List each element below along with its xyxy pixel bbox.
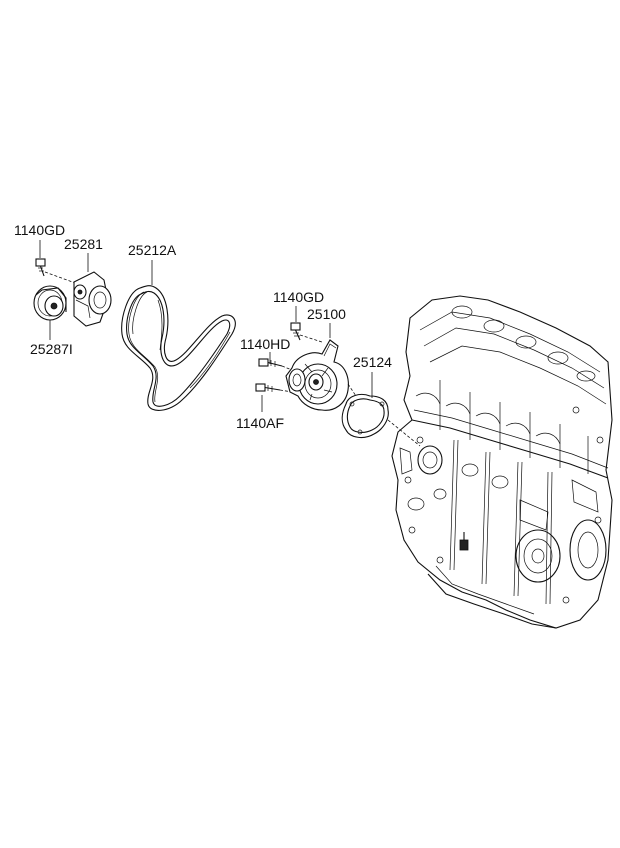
belt-tensioner-25281-icon bbox=[73, 271, 112, 327]
engine-block-icon bbox=[391, 295, 613, 629]
drive-belt-25212a-icon bbox=[121, 285, 236, 411]
label-1140af: 1140AF bbox=[236, 415, 284, 431]
label-25287i: 25287I bbox=[30, 341, 73, 357]
gasket-25124-icon bbox=[341, 393, 421, 447]
label-1140gd-pump-bolt: 1140GD bbox=[273, 289, 324, 305]
bolt-1140af-icon bbox=[255, 383, 293, 393]
idler-pulley-25287i-icon bbox=[33, 285, 67, 321]
bolt-1140hd-icon bbox=[258, 358, 293, 371]
leader-lines bbox=[39, 240, 373, 412]
label-25281: 25281 bbox=[64, 236, 103, 252]
bolt-1140gd-tensioner-icon bbox=[35, 258, 79, 285]
bolt-1140gd-pump-icon bbox=[290, 322, 323, 343]
label-25212a: 25212A bbox=[128, 242, 177, 258]
label-1140hd: 1140HD bbox=[240, 336, 290, 352]
label-25124: 25124 bbox=[353, 354, 392, 370]
water-pump-25100-icon bbox=[285, 339, 357, 411]
label-1140gd-tensioner-bolt: 1140GD bbox=[14, 222, 65, 238]
label-25100: 25100 bbox=[307, 306, 346, 322]
